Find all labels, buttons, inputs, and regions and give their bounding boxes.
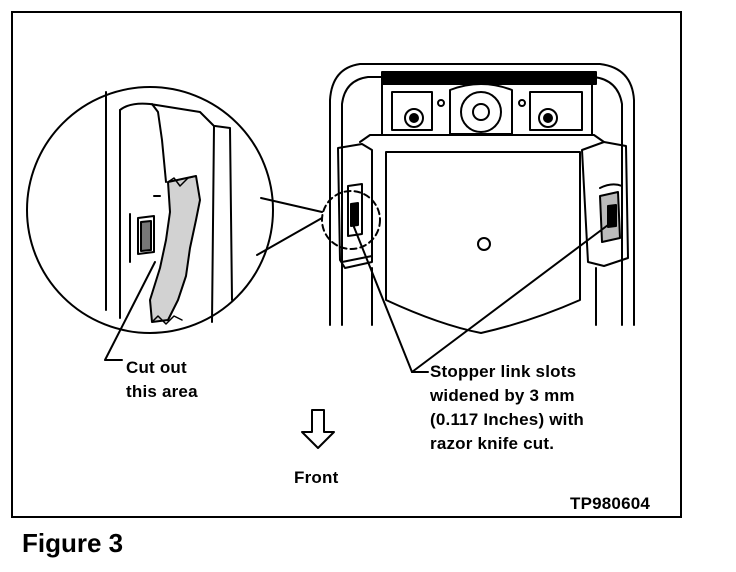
figure-frame bbox=[11, 11, 682, 518]
front-arrow-icon bbox=[301, 409, 335, 449]
stopper-label-line4: razor knife cut. bbox=[430, 434, 555, 453]
stopper-label-line3: (0.117 Inches) with bbox=[430, 410, 585, 429]
right-hinge-bracket bbox=[581, 141, 629, 267]
figure-caption: Figure 3 bbox=[22, 528, 124, 558]
leader-lines bbox=[104, 221, 613, 373]
mechanism-plate bbox=[381, 71, 597, 136]
stopper-label-line2: widened by 3 mm bbox=[430, 386, 575, 405]
figure-code: TP980604 bbox=[570, 494, 651, 513]
stopper-label-line1: Stopper link slots bbox=[430, 362, 577, 381]
cutout-label-line1: Cut out bbox=[126, 358, 187, 377]
seat-cushion bbox=[359, 134, 605, 334]
cutout-label-line2: this area bbox=[126, 382, 198, 401]
detail-circle bbox=[26, 86, 323, 334]
front-label: Front bbox=[294, 468, 339, 487]
